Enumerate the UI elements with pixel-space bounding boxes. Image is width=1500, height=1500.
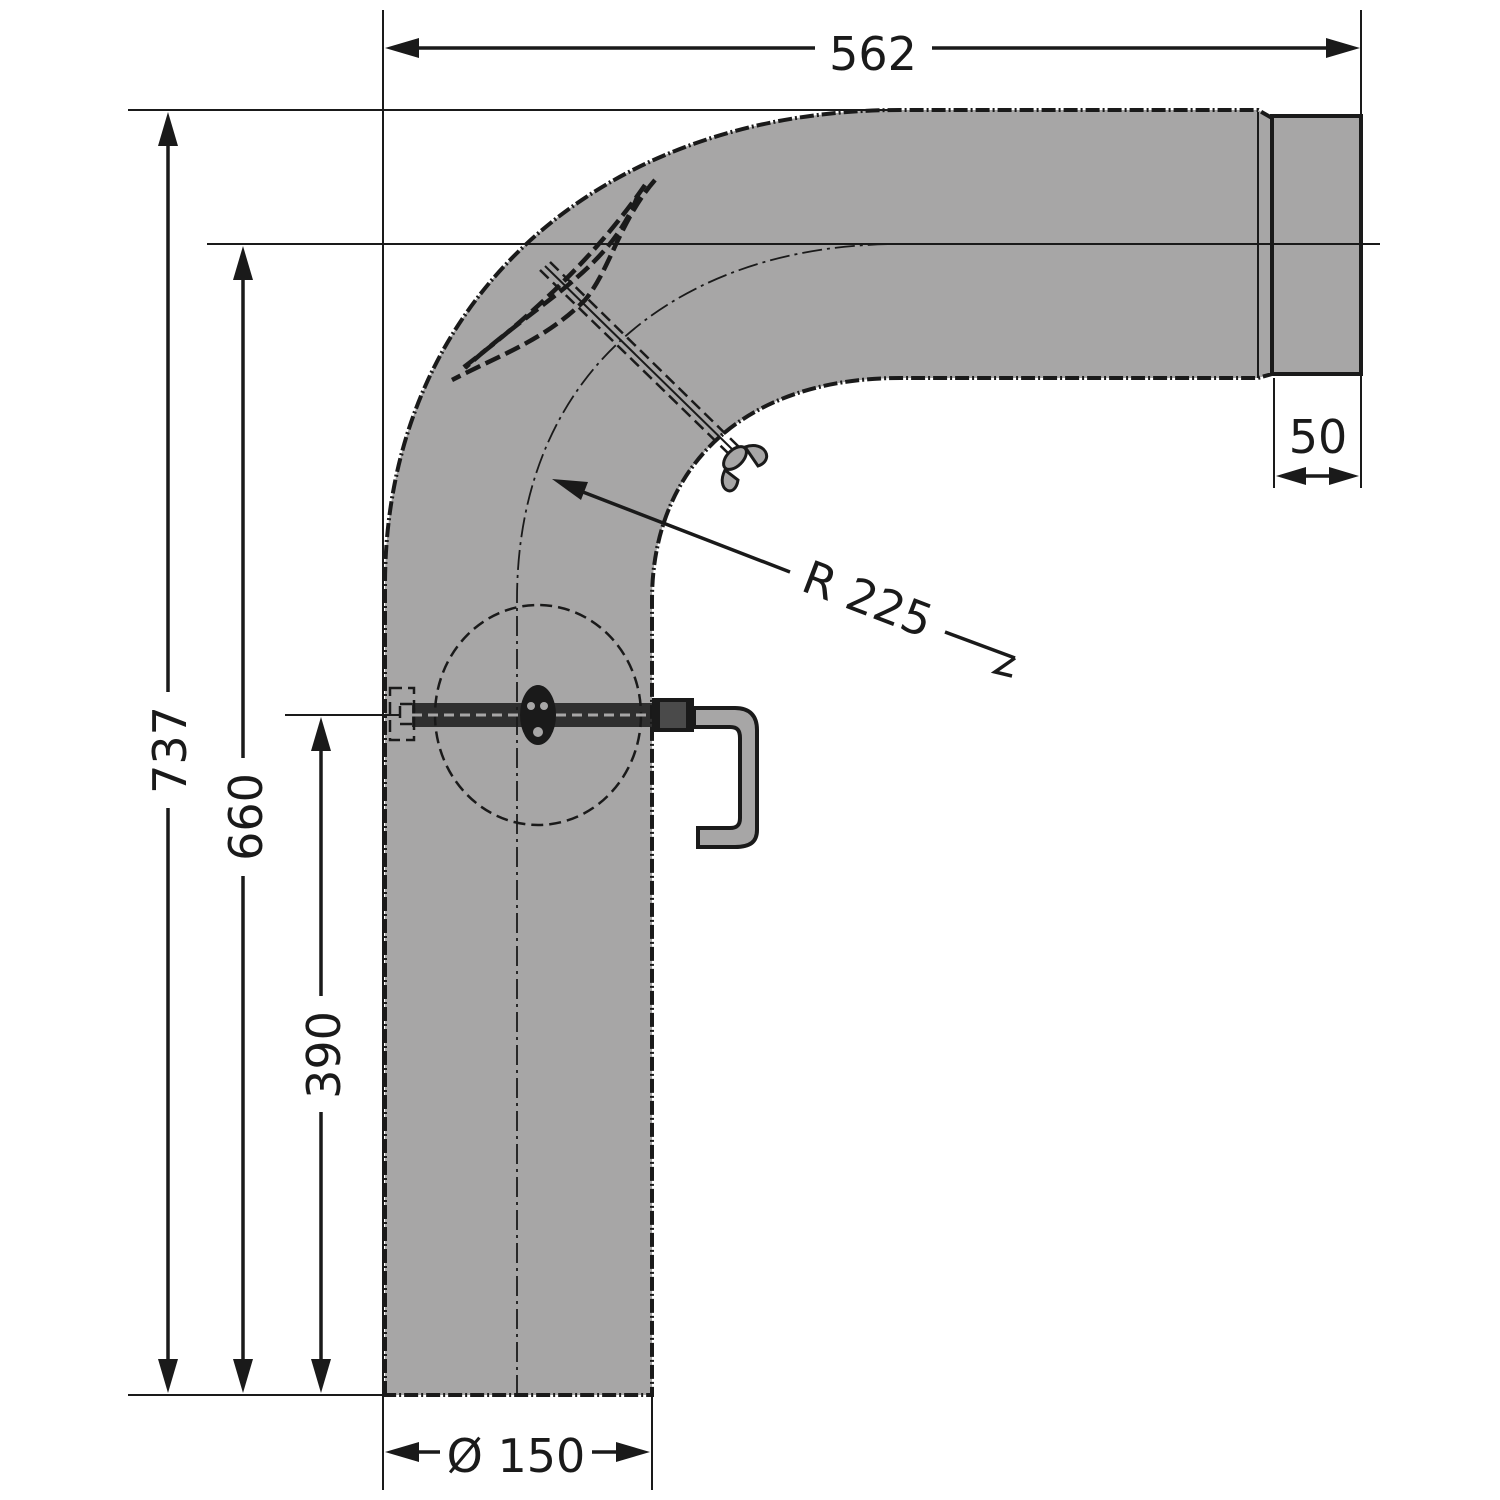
dim-height-damper-label: 390 [297,1011,351,1099]
dim-diameter-label: Ø 150 [447,1429,586,1483]
wing-nut [720,444,769,493]
center-lines [207,243,1380,1395]
dim-height-centerline: 660 [219,246,273,1393]
pipe-elbow [383,108,1363,1397]
dim-spigot-length-label: 50 [1289,410,1348,464]
damper-handle [692,706,759,849]
dim-width-top-label: 562 [829,27,917,81]
dim-radius-label: R 225 [795,550,940,649]
dim-height-total-label: 737 [143,706,197,794]
dim-spigot-length: 50 [1276,410,1359,485]
pipe-body [383,108,1274,1397]
dim-diameter: Ø 150 [385,1429,650,1483]
dim-height-damper: 390 [297,717,351,1393]
dim-width-top: 562 [385,27,1360,81]
dim-height-total: 737 [143,112,197,1393]
extension-lines [128,10,1362,1490]
dim-height-centerline-label: 660 [219,773,273,861]
segment-joint [450,178,741,456]
